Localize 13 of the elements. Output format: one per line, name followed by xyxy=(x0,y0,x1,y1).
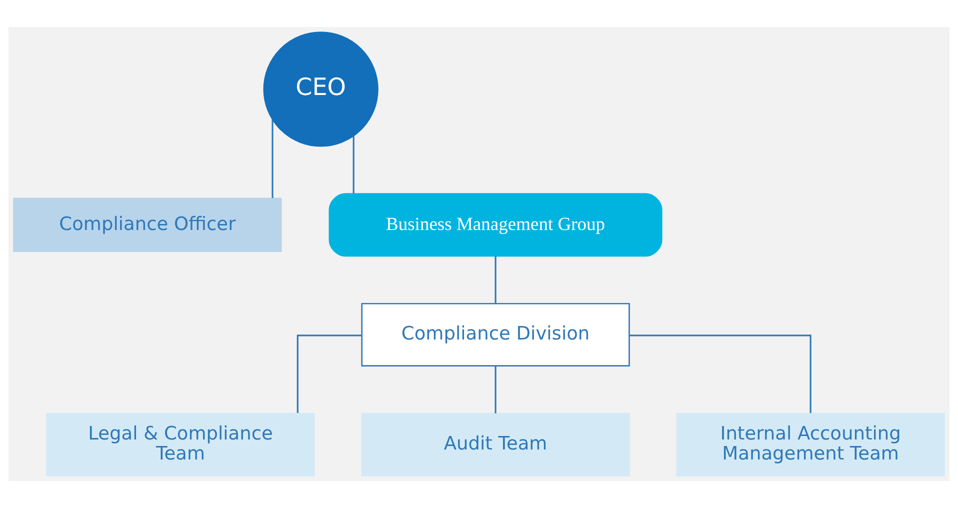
connector xyxy=(296,334,362,414)
connector xyxy=(494,256,496,304)
connector xyxy=(630,334,812,414)
node-circle: CEO xyxy=(263,32,378,147)
connector xyxy=(272,119,274,198)
connector xyxy=(494,366,496,414)
node-box: Compliance Officer xyxy=(13,198,282,252)
node-box: Internal Accounting Management Team xyxy=(676,412,945,476)
node-box: Audit Team xyxy=(361,412,630,476)
node-box: Legal & Compliance Team xyxy=(46,412,315,476)
node-box: Compliance Division xyxy=(361,302,630,366)
connector xyxy=(352,136,354,194)
node-box: Business Management Group xyxy=(328,193,662,257)
